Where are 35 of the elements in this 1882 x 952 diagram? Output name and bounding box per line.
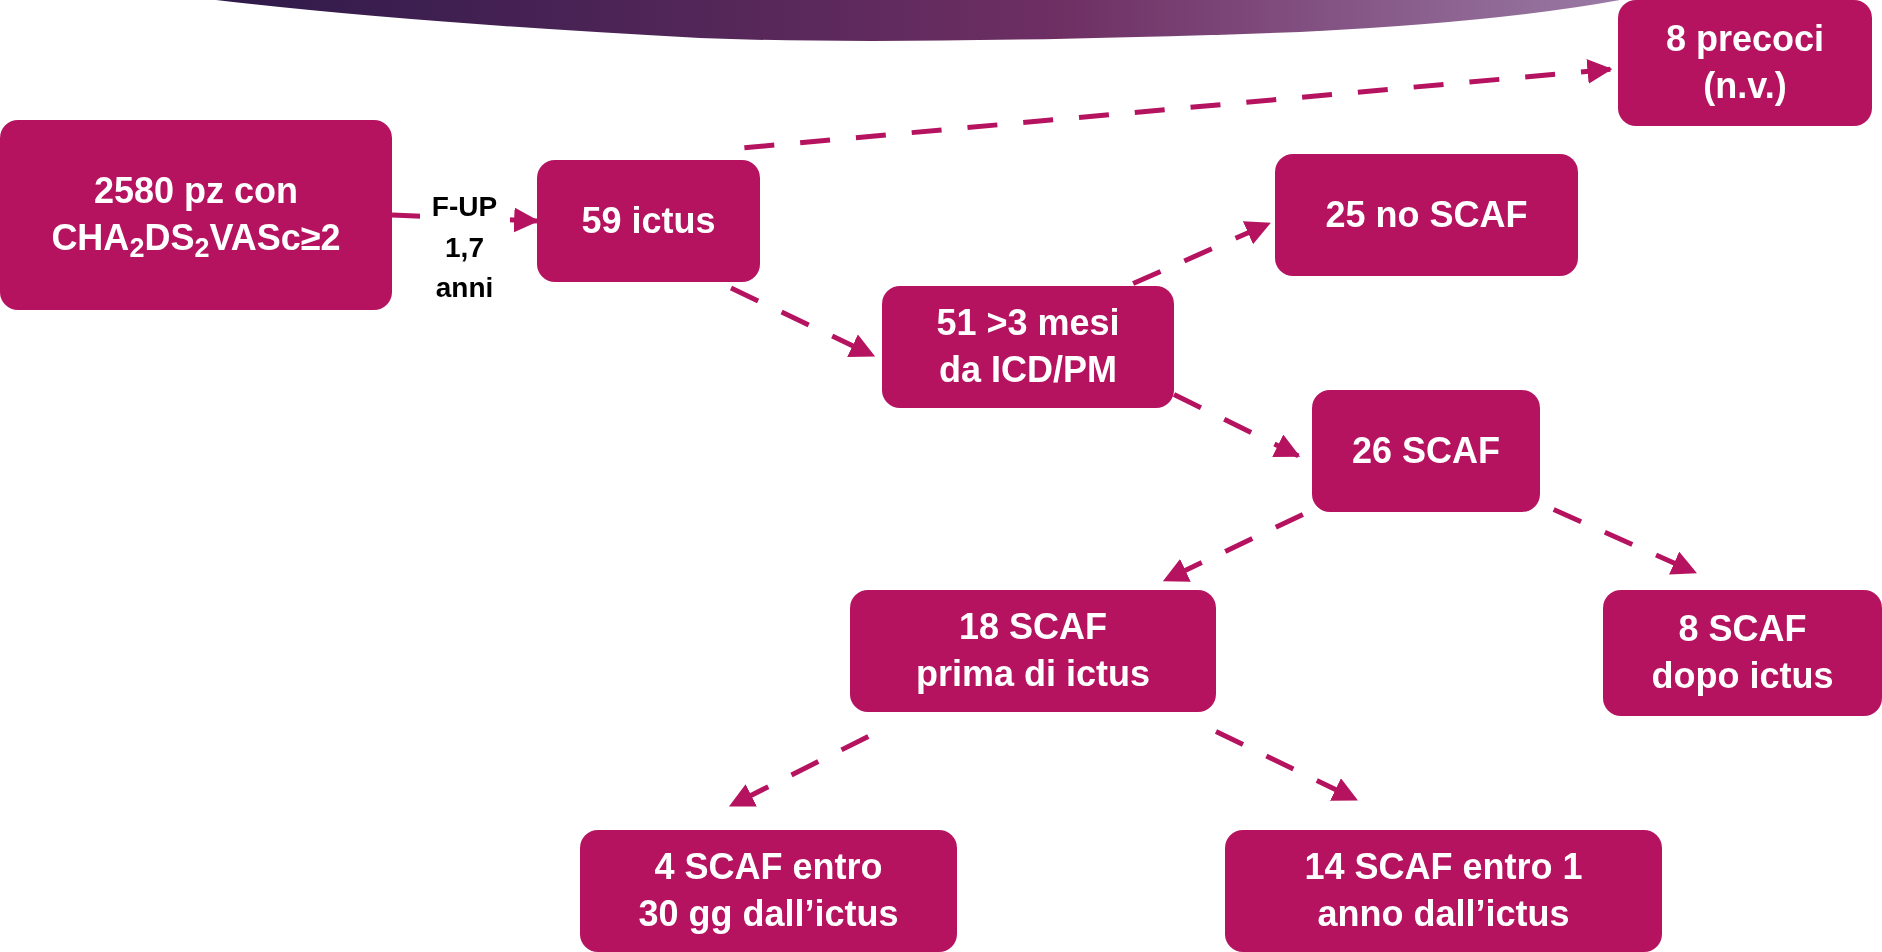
box-text: 30 gg dall’ictus bbox=[638, 892, 899, 936]
process-box bbox=[0, 120, 392, 310]
process-box bbox=[1275, 154, 1578, 276]
box-text: 59 ictus bbox=[581, 198, 716, 243]
box-text: 8 precoci bbox=[1665, 17, 1825, 62]
process-box bbox=[537, 160, 760, 282]
box-text: da ICD/PM bbox=[939, 348, 1117, 392]
box-text: (n.v.) bbox=[1703, 64, 1787, 108]
process-box bbox=[882, 286, 1174, 408]
arrow bbox=[1214, 729, 1358, 802]
arrow bbox=[1132, 221, 1271, 286]
box-text: 2580 pz con bbox=[93, 169, 299, 214]
process-box bbox=[1225, 830, 1662, 952]
process-box bbox=[1312, 390, 1540, 512]
arrow bbox=[728, 734, 870, 808]
box-text: dopo ictus bbox=[1651, 654, 1834, 698]
process-box bbox=[1603, 590, 1882, 716]
box-text: CHA$_{2}$DS$_{2}$VASc≥2 bbox=[51, 216, 341, 262]
box-text: prima di ictus bbox=[915, 652, 1151, 696]
box-text: 4 SCAF entro bbox=[654, 845, 883, 890]
process-box bbox=[850, 590, 1216, 712]
arrow bbox=[744, 58, 1613, 151]
process-box bbox=[580, 830, 957, 952]
arrow bbox=[729, 285, 876, 358]
box-text: anno dall’ictus bbox=[1317, 892, 1570, 936]
box-text: 8 SCAF bbox=[1678, 607, 1807, 652]
process-box bbox=[1618, 0, 1872, 126]
box-text: 25 no SCAF bbox=[1325, 192, 1528, 237]
box-text: 51 >3 mesi bbox=[936, 301, 1120, 346]
arrow bbox=[1162, 512, 1304, 583]
box-text: 26 SCAF bbox=[1351, 428, 1500, 473]
arrow bbox=[1172, 392, 1301, 459]
box-text: 18 SCAF bbox=[958, 605, 1107, 650]
box-text: 14 SCAF entro 1 bbox=[1304, 845, 1583, 890]
arrow bbox=[1552, 507, 1697, 575]
